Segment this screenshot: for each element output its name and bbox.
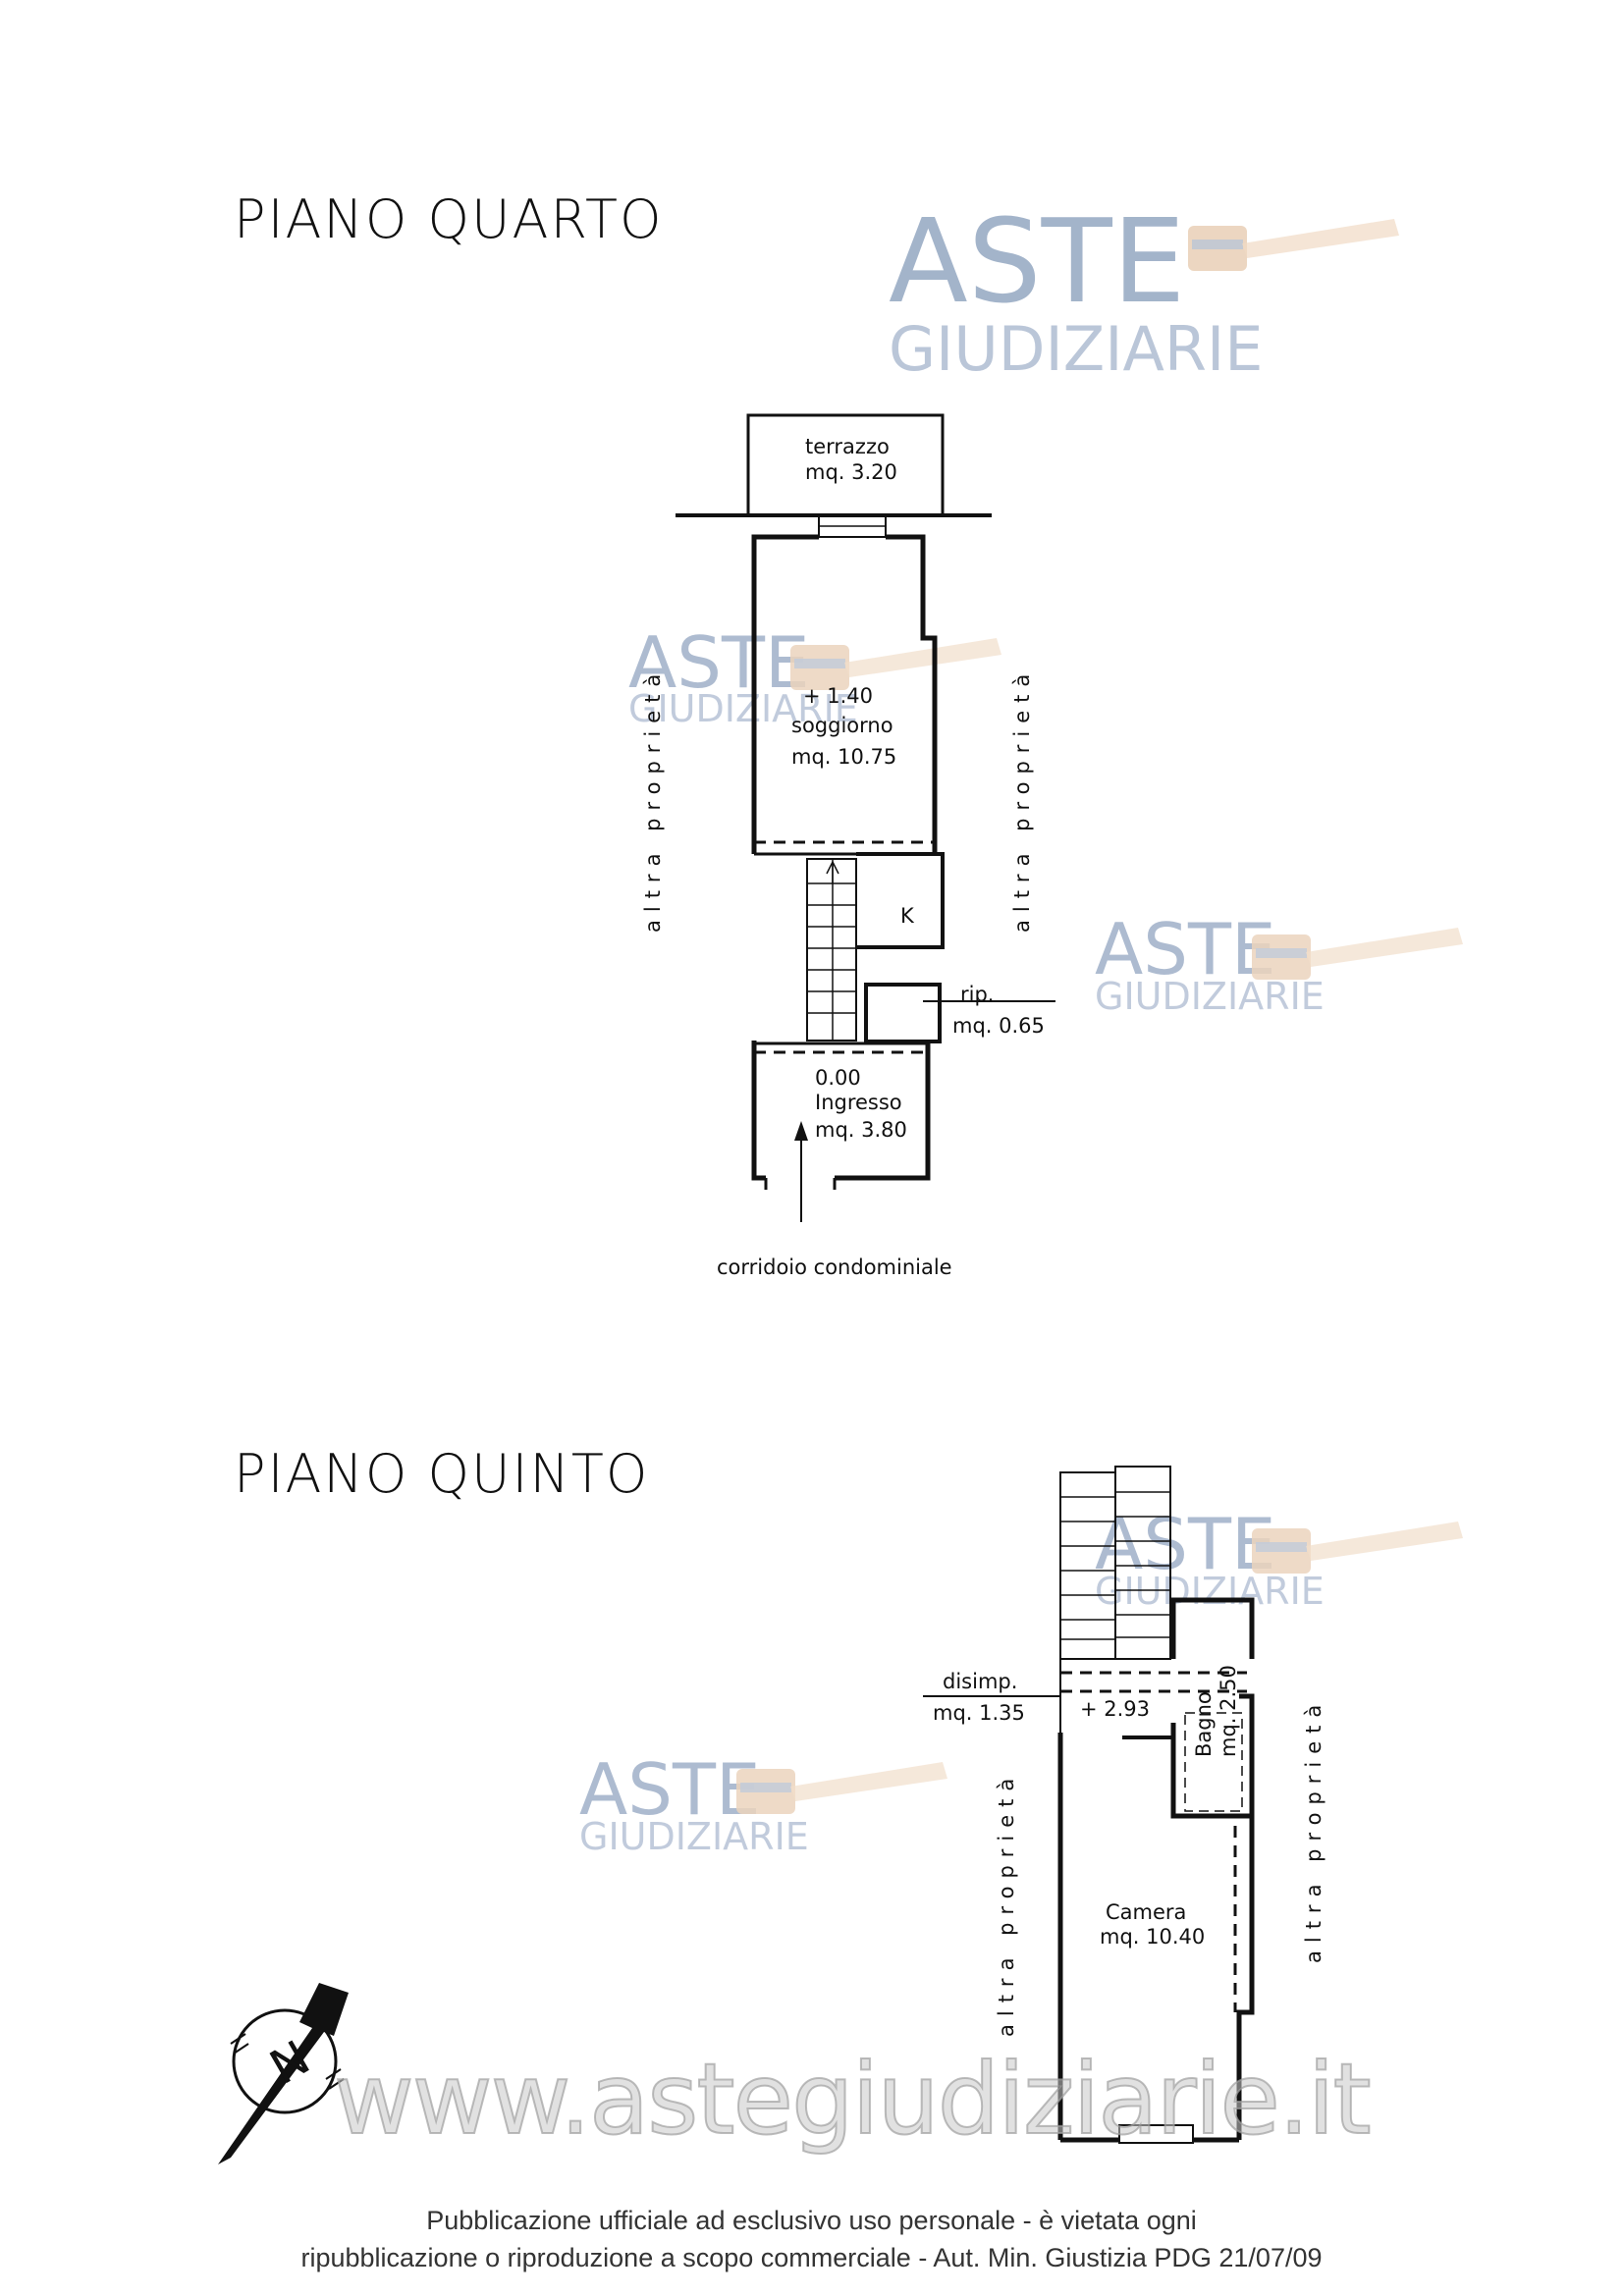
bedroom-area: mq. 10.40 — [1100, 1925, 1205, 1949]
floor-title-fourth: PIANO QUARTO — [234, 188, 664, 250]
bedroom-name: Camera — [1106, 1900, 1186, 1924]
kitchen-label: K — [900, 904, 915, 928]
bedroom-window — [1118, 2124, 1194, 2144]
corridor-label: corridoio condominiale — [717, 1255, 952, 1279]
bath-wall-left — [1170, 1723, 1252, 1819]
bath-wall-right — [1239, 1693, 1255, 1816]
entrance-wall-left — [751, 1041, 766, 1181]
living-area: mq. 10.75 — [791, 745, 896, 769]
bath-upper-wall — [1170, 1597, 1255, 1659]
storage-name: rip. — [960, 983, 994, 1006]
entrance-area: mq. 3.80 — [815, 1118, 907, 1142]
living-wall-left — [751, 534, 819, 854]
gavel-icon — [1252, 928, 1463, 980]
bedroom-wall-right — [1236, 1816, 1255, 2140]
landing-area: mq. 1.35 — [933, 1701, 1025, 1725]
living-level: + 1.40 — [803, 684, 873, 708]
neighbor-left-fifth: altra proprietà — [995, 1771, 1018, 2037]
footer-line-1: Pubblicazione ufficiale ad esclusivo uso… — [426, 2206, 1197, 2235]
entry-arrow-head — [794, 1121, 808, 1141]
fifth-level: + 2.93 — [1080, 1697, 1150, 1721]
gavel-icon — [1188, 219, 1399, 271]
living-name: soggiorno — [791, 714, 893, 737]
terrace-name: terrazzo — [805, 435, 890, 458]
gavel-icon — [736, 1762, 947, 1814]
svg-text:GIUDIZIARIE: GIUDIZIARIE — [1095, 1570, 1325, 1613]
storage-walls — [864, 983, 942, 1043]
storage-area: mq. 0.65 — [952, 1014, 1045, 1038]
watermark-logo-fifth-right: ASTE GIUDIZIARIE — [1095, 1503, 1463, 1613]
north-arrow-icon: N — [218, 1983, 349, 2164]
entrance-name: Ingresso — [815, 1091, 902, 1114]
neighbor-right-fourth: altra proprietà — [1010, 667, 1034, 933]
svg-text:ASTE: ASTE — [889, 193, 1185, 329]
watermark-logo-mid-right: ASTE GIUDIZIARIE — [1095, 908, 1463, 1018]
svg-text:GIUDIZIARIE: GIUDIZIARIE — [628, 687, 858, 730]
gavel-icon — [1252, 1522, 1463, 1574]
entrance-level: 0.00 — [815, 1066, 861, 1090]
watermark-logo-fifth-left: ASTE GIUDIZIARIE — [579, 1748, 947, 1858]
watermark-logo-mid-left: ASTE GIUDIZIARIE — [628, 621, 1001, 730]
svg-text:GIUDIZIARIE: GIUDIZIARIE — [579, 1815, 809, 1858]
stair-fifth-right — [1114, 1466, 1171, 1660]
bath-area: mq. 2.50 — [1217, 1665, 1240, 1757]
living-wall-right — [886, 534, 938, 854]
svg-text:ASTE: ASTE — [628, 621, 809, 704]
stair-fourth — [806, 858, 857, 1041]
svg-text:ASTE: ASTE — [1095, 908, 1275, 990]
footer-line-2: ripubblicazione o riproduzione a scopo c… — [300, 2243, 1323, 2272]
entrance-wall-right — [835, 1042, 931, 1181]
watermark-logo-top: ASTE GIUDIZIARIE — [889, 193, 1399, 385]
gavel-icon — [790, 638, 1001, 690]
svg-text:ASTE: ASTE — [579, 1748, 760, 1831]
svg-text:GIUDIZIARIE: GIUDIZIARIE — [889, 313, 1263, 385]
stair-up-arrow — [826, 860, 839, 875]
watermark-url: www.astegiudiziarie.it — [333, 2041, 1373, 2158]
floor-title-fifth: PIANO QUINTO — [234, 1443, 650, 1505]
terrace-area: mq. 3.20 — [805, 460, 897, 484]
bath-name: Bagno — [1192, 1691, 1216, 1757]
kitchen-walls — [856, 852, 945, 949]
svg-text:GIUDIZIARIE: GIUDIZIARIE — [1095, 975, 1325, 1018]
neighbor-left-fourth: altra proprietà — [641, 667, 665, 933]
neighbor-right-fifth: altra proprietà — [1302, 1697, 1325, 1963]
landing-name: disimp. — [943, 1670, 1017, 1693]
